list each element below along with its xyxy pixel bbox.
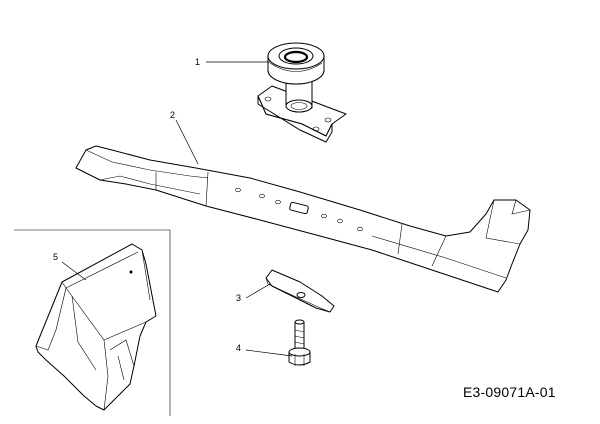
blade-adapter-pulley-icon bbox=[257, 42, 347, 143]
drawing-code: E3-09071A-01 bbox=[463, 384, 556, 400]
callout-5: 5 bbox=[53, 252, 58, 262]
mower-blade-icon bbox=[75, 145, 531, 293]
inset-frame bbox=[14, 229, 171, 416]
callout-2: 2 bbox=[170, 110, 175, 120]
leader-lines bbox=[61, 61, 293, 357]
callout-3: 3 bbox=[236, 293, 241, 303]
blade-bolt-icon bbox=[288, 319, 311, 366]
callout-4: 4 bbox=[236, 343, 241, 353]
callout-1: 1 bbox=[195, 57, 200, 67]
grass-deflector-icon bbox=[35, 243, 157, 411]
blade-washer-plate-icon bbox=[265, 269, 335, 313]
